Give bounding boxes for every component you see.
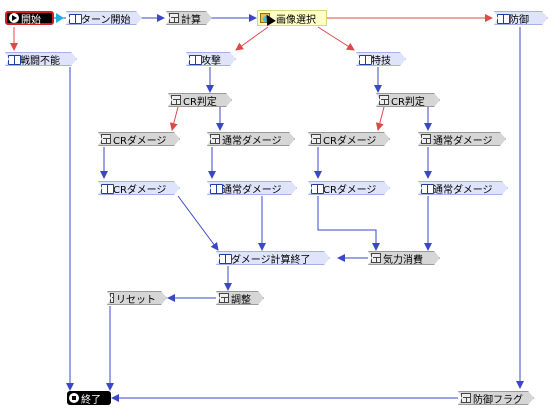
node-label: リセット	[116, 294, 156, 306]
book-icon	[210, 184, 222, 193]
edge-crjudge-crdmg-l	[169, 106, 179, 131]
node-normal-dmg-book-right[interactable]: 通常ダメージ	[418, 181, 508, 195]
node-defense[interactable]: 防御	[494, 11, 548, 25]
node-cr-judge-right[interactable]: CR判定	[376, 93, 440, 107]
calculator-icon	[311, 134, 321, 144]
node-dmg-calc-end[interactable]: ダメージ計算終了	[216, 251, 330, 265]
node-label: 調整	[231, 294, 251, 306]
book-icon	[8, 55, 20, 64]
edge-image-special	[317, 26, 355, 51]
node-normal-dmg-book-left[interactable]: 通常ダメージ	[207, 181, 297, 195]
node-label: CRダメージ	[113, 184, 167, 196]
calculator-icon	[210, 134, 220, 144]
calculator-icon	[371, 253, 381, 263]
node-defense-flag[interactable]: 防御フラグ	[458, 391, 534, 405]
play-icon	[9, 13, 19, 23]
node-cr-dmg-calc-left[interactable]: CRダメージ	[98, 132, 180, 146]
book-icon	[311, 184, 323, 193]
node-label: 終了	[81, 394, 101, 406]
book-icon	[219, 254, 231, 263]
stop-icon	[69, 393, 79, 403]
calculator-icon	[219, 293, 229, 303]
node-cr-dmg-book-left[interactable]: CRダメージ	[98, 181, 180, 195]
book-icon	[497, 14, 509, 23]
calculator-icon	[101, 134, 111, 144]
node-reset[interactable]: リセット	[107, 291, 167, 305]
edge-image-attack	[235, 26, 269, 51]
node-end[interactable]: 終了	[67, 391, 111, 406]
node-label: 防御	[509, 14, 529, 26]
node-adjust[interactable]: 調整	[216, 291, 264, 305]
node-start[interactable]: 開始	[5, 11, 54, 26]
book-icon	[101, 184, 113, 193]
book-icon	[69, 14, 81, 23]
node-calc[interactable]: 計算	[166, 11, 212, 25]
node-cr-dmg-book-right[interactable]: CRダメージ	[308, 181, 390, 195]
calculator-icon	[421, 134, 431, 144]
calculator-icon	[169, 13, 179, 23]
calculator-icon	[171, 95, 181, 105]
edge-crbook-ki-r	[317, 196, 380, 251]
node-label: CRダメージ	[113, 135, 167, 147]
calculator-icon	[379, 95, 389, 105]
edge-crbook-end-l	[177, 195, 219, 251]
node-label: ダメージ計算終了	[231, 254, 311, 266]
node-cr-dmg-calc-right[interactable]: CRダメージ	[308, 132, 390, 146]
node-label: CRダメージ	[323, 135, 377, 147]
calculator-icon	[461, 393, 471, 403]
node-label: 通常ダメージ	[222, 184, 282, 196]
node-label: CR判定	[183, 96, 217, 108]
node-normal-dmg-calc-right[interactable]: 通常ダメージ	[418, 132, 506, 146]
node-label: 気力消費	[383, 254, 423, 266]
node-label: 戦闘不能	[20, 55, 60, 67]
node-label: CR判定	[391, 96, 425, 108]
node-unable[interactable]: 戦闘不能	[5, 52, 77, 66]
node-image-select[interactable]: 画像選択	[257, 10, 327, 26]
book-icon	[189, 55, 201, 64]
image-icon	[260, 13, 270, 23]
node-label: 攻撃	[201, 55, 221, 67]
node-special[interactable]: 特技	[356, 52, 406, 66]
book-icon	[359, 55, 371, 64]
node-label: CRダメージ	[323, 184, 377, 196]
node-attack[interactable]: 攻撃	[186, 52, 236, 66]
edge-crjudge-crdmg-r	[375, 106, 385, 131]
node-label: 画像選択	[276, 14, 316, 26]
arrow-head-icon	[56, 13, 64, 23]
node-label: 通常ダメージ	[222, 135, 282, 147]
node-label: 通常ダメージ	[433, 184, 493, 196]
node-cr-judge-left[interactable]: CR判定	[168, 93, 232, 107]
node-ki-consume[interactable]: 気力消費	[368, 251, 440, 265]
node-label: 防御フラグ	[473, 394, 523, 406]
node-label: 通常ダメージ	[433, 135, 493, 147]
node-label: ターン開始	[81, 14, 131, 26]
node-normal-dmg-calc-left[interactable]: 通常ダメージ	[207, 132, 295, 146]
node-label: 開始	[21, 14, 41, 26]
node-label: 特技	[371, 55, 391, 67]
node-turn-start[interactable]: ターン開始	[66, 11, 142, 25]
node-label: 計算	[181, 14, 201, 26]
book-icon	[421, 184, 433, 193]
